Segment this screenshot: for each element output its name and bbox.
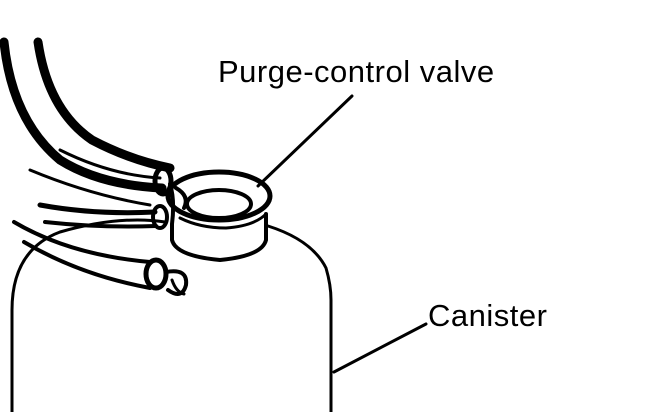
hose-middle [37,202,169,230]
leader-line-canister [332,322,428,374]
purge-control-valve-label: Purge-control valve [218,54,495,89]
purge-control-valve [165,169,273,262]
canister-label: Canister [428,298,548,333]
hose-upper [0,37,175,207]
canister-body [10,218,333,412]
hose-lower [12,220,189,296]
leader-line-purge-valve [256,94,354,188]
